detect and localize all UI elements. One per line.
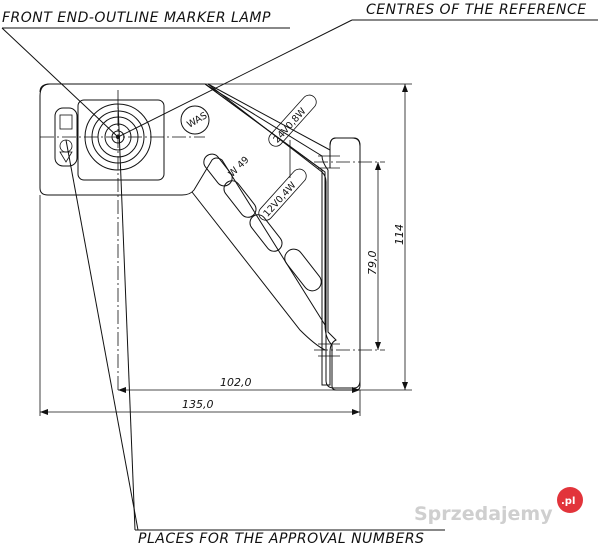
label-places: PLACES FOR THE APPROVAL NUMBERS: [138, 531, 424, 547]
marking-24v: 24V0,8W: [271, 106, 308, 146]
lamp-main-shape: [39, 83, 326, 326]
approval-plate-slot: [59, 114, 73, 130]
marking-12v-frame: [258, 168, 307, 221]
dim-102-arrow-right: [352, 387, 360, 393]
dim-79-value: 79,0: [366, 251, 379, 276]
arm-slot-top: [203, 153, 233, 187]
dim-135-arrow-right: [352, 409, 360, 415]
label-front-lamp: FRONT END-OUTLINE MARKER LAMP: [2, 10, 271, 26]
marking-w49: W 49: [226, 155, 251, 180]
arm-slot-3: [284, 248, 322, 292]
lamp-housing-outline: [50, 83, 337, 386]
label-centres: CENTRES OF THE REFERENCE: [366, 2, 587, 18]
marking-12v-group: 12V0,4W: [258, 168, 307, 221]
marking-24v-group: 24V0,8W: [268, 94, 317, 147]
marking-24v-frame: [268, 94, 317, 147]
dim-114-value: 114: [393, 224, 406, 245]
marking-12v: 12V0,4W: [261, 180, 298, 220]
brand-logo-text: WAS: [185, 110, 209, 130]
lamp-lower-arm: [191, 191, 326, 351]
dim-114-arrow-top: [402, 84, 408, 92]
dim-135-arrow-left: [40, 409, 48, 415]
arm-slot-1: [223, 180, 257, 218]
dim-102-value: 102,0: [220, 376, 252, 389]
brand-logo-circle: [180, 105, 210, 135]
dim-79-arrow-bottom: [375, 342, 381, 350]
watermark-badge: [557, 487, 583, 513]
leader-places-1: [65, 139, 139, 531]
leader-centres: [117, 19, 353, 138]
dim-135-value: 135,0: [182, 398, 214, 411]
lamp-housing-body: [39, 83, 361, 391]
dim-102-arrow-left: [118, 387, 126, 393]
watermark-text: Sprzedajemy: [414, 503, 553, 525]
watermark-badge-text: .pl: [561, 496, 575, 507]
mounting-bracket: [207, 83, 361, 389]
leader-places-2: [117, 103, 136, 531]
arm-slot-2: [249, 214, 283, 252]
dim-114-arrow-bottom: [402, 382, 408, 390]
marking-w49-group: W 49: [226, 155, 251, 180]
dim-79-arrow-top: [375, 162, 381, 170]
leader-front-lamp: [1, 27, 119, 138]
approval-plate: [54, 107, 78, 167]
